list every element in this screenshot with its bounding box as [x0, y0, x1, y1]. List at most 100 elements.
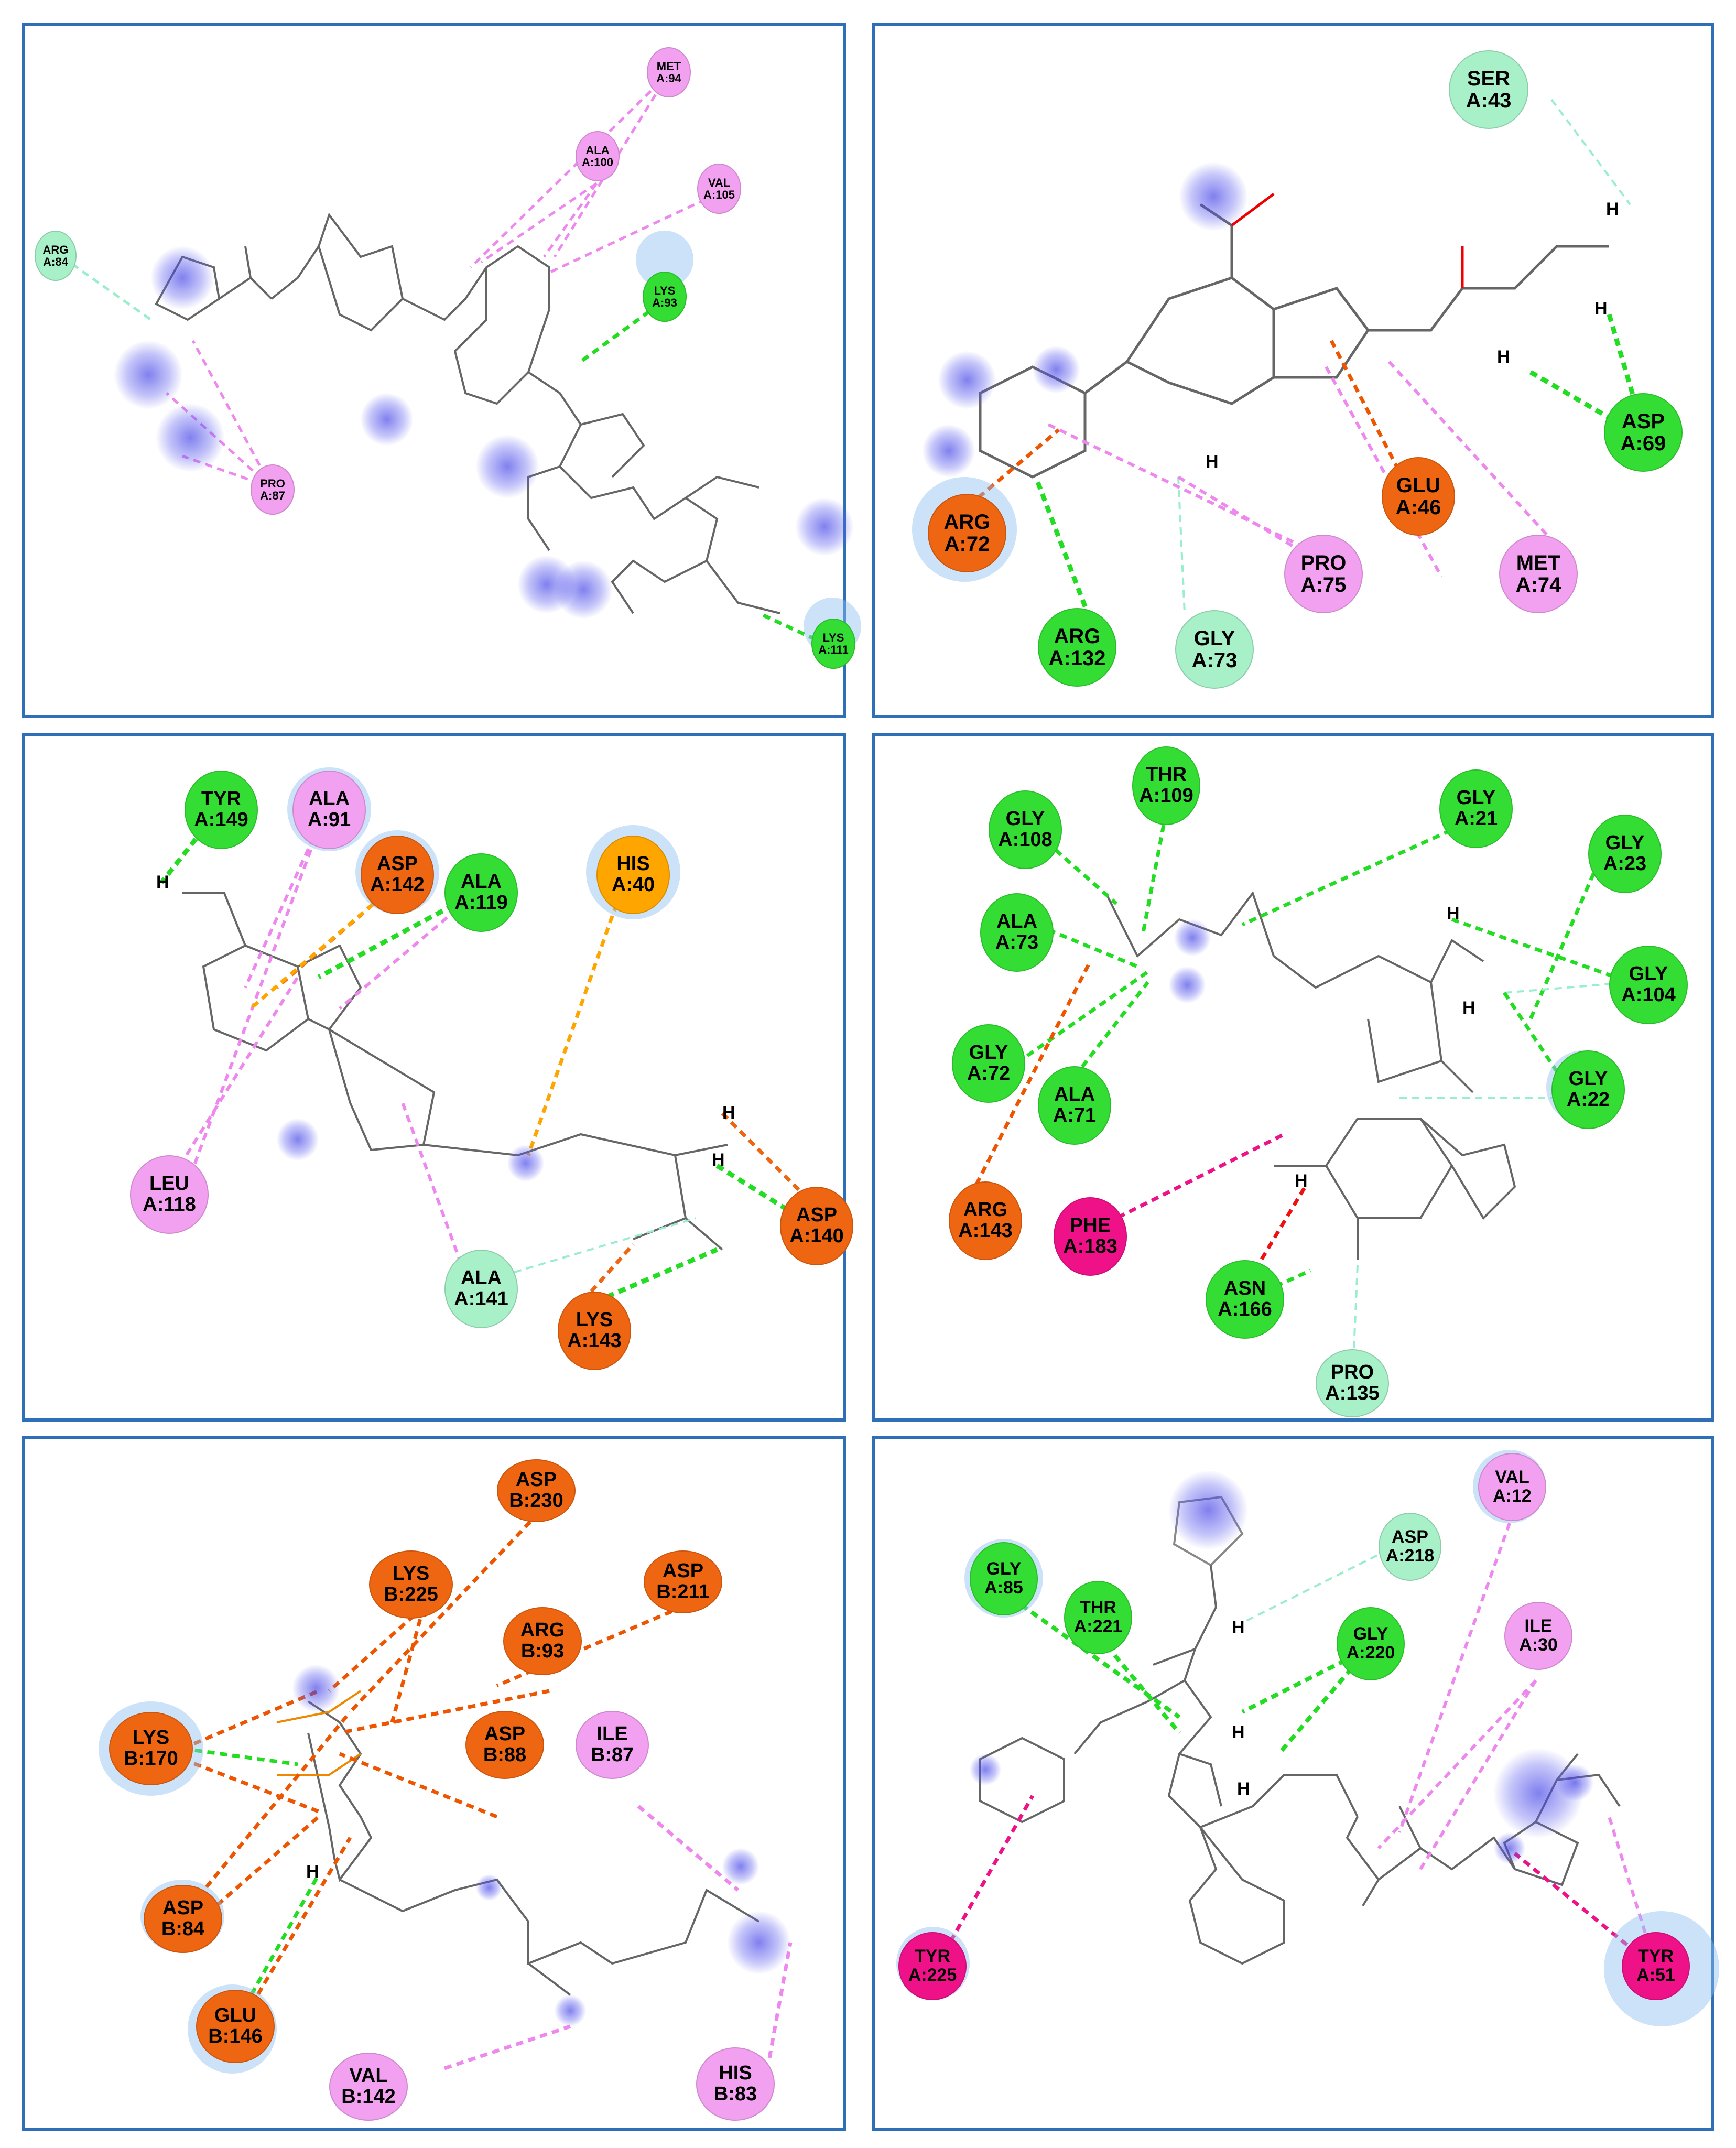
panel-6-diagram [936, 1495, 1658, 1970]
solvent-blob [1557, 1764, 1593, 1801]
solvent-blob [555, 561, 612, 619]
solvent-blob [970, 1754, 1001, 1785]
panel-1-diagram [61, 72, 828, 647]
hydrogen-label: H [1232, 1722, 1245, 1742]
hydrogen-label: H [306, 1862, 319, 1882]
hydrogen-label: H [722, 1103, 735, 1123]
hydrogen-label: H [1232, 1618, 1245, 1637]
hydrogen-label: H [1606, 199, 1619, 219]
solvent-blob [923, 425, 975, 477]
solvent-blob [728, 1911, 790, 1974]
hydrogen-label: H [1295, 1171, 1308, 1191]
panel-5-diagram [181, 1511, 793, 2070]
solvent-blob [796, 498, 853, 556]
hydrogen-label: H [156, 872, 169, 892]
hydrogen-label: H [1237, 1779, 1250, 1799]
solvent-blob [1169, 967, 1206, 1003]
solvent-blob [1494, 1832, 1525, 1864]
panel-3-diagram [159, 808, 813, 1299]
solvent-blob [292, 1665, 340, 1712]
solvent-blob [555, 1995, 586, 2026]
hydrogen-label: H [712, 1150, 725, 1170]
solvent-blob [277, 1119, 319, 1160]
solvent-blob [151, 246, 214, 309]
solvent-blob [114, 341, 182, 409]
hydrogen-label: H [1594, 299, 1608, 319]
solvent-blob [1174, 919, 1211, 956]
solvent-blob [1169, 1471, 1247, 1549]
hydrogen-label: H [1462, 998, 1475, 1018]
solvent-blob [1179, 162, 1247, 231]
hydrogen-label: H [1447, 904, 1460, 924]
solvent-blob [1033, 346, 1080, 393]
solvent-blob [476, 435, 539, 498]
hydrogen-label: H [1497, 347, 1510, 367]
solvent-blob [722, 1848, 759, 1885]
solvent-blob [938, 351, 996, 409]
panel-2-diagram [958, 99, 1638, 614]
hydrogen-label: H [1206, 452, 1219, 472]
solvent-blob [156, 404, 224, 472]
solvent-blob [361, 393, 413, 446]
